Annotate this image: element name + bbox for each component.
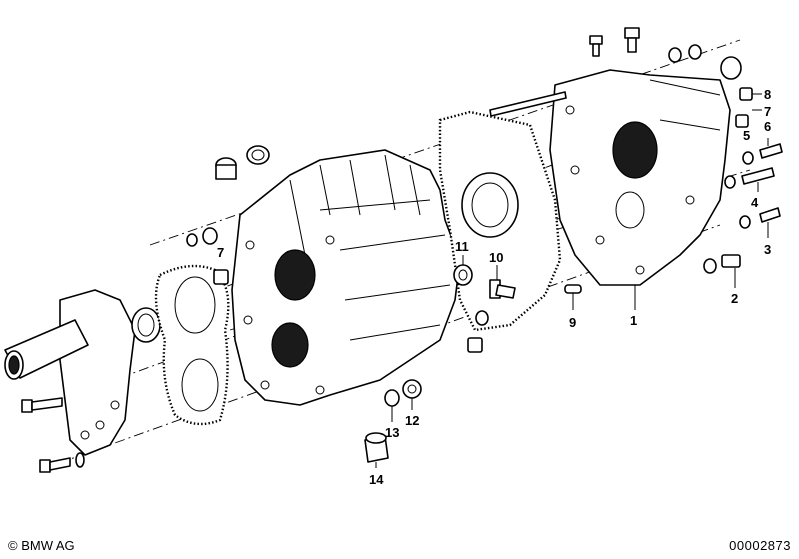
callout-3: 3 xyxy=(764,242,771,257)
part-8 xyxy=(739,87,753,101)
pin-9 xyxy=(564,284,582,294)
rear-cover-housing xyxy=(4,289,136,456)
callout-14: 14 xyxy=(369,472,384,487)
washer-5 xyxy=(742,151,754,165)
gasket-left xyxy=(154,264,230,426)
cap-7-left xyxy=(213,269,229,285)
bolt-4 xyxy=(724,167,775,189)
callout-5: 5 xyxy=(743,128,750,143)
callout-4: 4 xyxy=(751,195,759,210)
plug-top-right xyxy=(246,145,270,165)
callout-11: 11 xyxy=(455,239,469,254)
callout-7-right: 7 xyxy=(764,104,771,119)
callout-9: 9 xyxy=(569,315,576,330)
gearbox-housing xyxy=(549,69,731,286)
bolt-top-1 xyxy=(589,35,603,57)
callout-6: 6 xyxy=(764,119,771,134)
callout-2: 2 xyxy=(731,291,738,306)
callout-12: 12 xyxy=(405,413,419,428)
plug-14 xyxy=(364,432,389,463)
washers-top-right xyxy=(668,44,742,80)
seal-ring xyxy=(131,307,161,343)
callout-labels: 1 2 3 4 5 6 7 8 9 10 11 12 13 14 7 xyxy=(217,87,771,487)
ring-11 xyxy=(453,264,473,286)
callout-1: 1 xyxy=(630,313,637,328)
bolt-top-2 xyxy=(624,27,640,53)
bolt-3 xyxy=(739,207,781,229)
diagram-reference-number: 00002873 xyxy=(729,538,791,553)
bolt-2 xyxy=(703,254,741,274)
nut-12 xyxy=(402,379,422,399)
washer-13 xyxy=(384,389,400,407)
callout-10: 10 xyxy=(489,250,503,265)
intermediate-plate xyxy=(461,172,519,238)
bolt-left-upper xyxy=(21,397,63,413)
plug-small-middle xyxy=(467,310,489,353)
copyright-text: © BMW AG xyxy=(8,538,75,553)
stud-long xyxy=(489,91,567,117)
plug-top-left xyxy=(215,157,237,180)
part-7-right xyxy=(735,114,749,128)
switch-10 xyxy=(489,279,516,299)
washer-small xyxy=(186,227,218,247)
callout-7-left: 7 xyxy=(217,245,224,260)
bolt-6 xyxy=(759,143,783,159)
main-transmission-case xyxy=(231,149,461,406)
bolt-left-lower xyxy=(39,452,85,473)
callout-8: 8 xyxy=(764,87,771,102)
callout-13: 13 xyxy=(385,425,399,440)
